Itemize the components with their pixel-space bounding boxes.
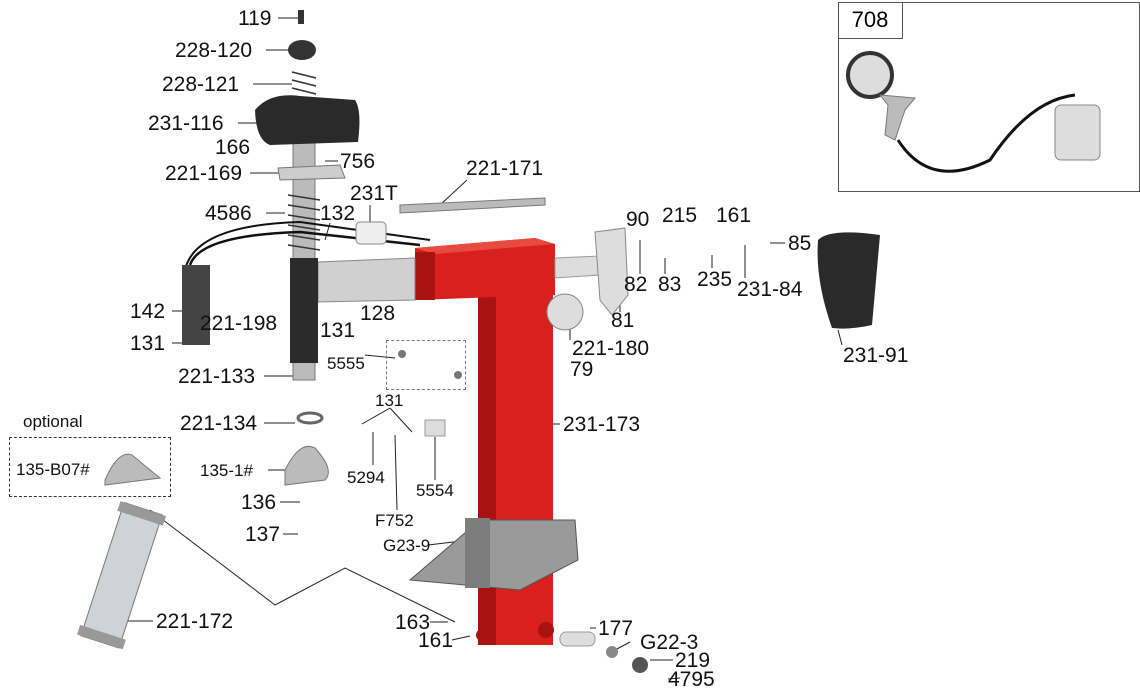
part-label: 219 [675,649,711,672]
part-label: 231-84 [737,278,803,301]
cylinder-221-172 [77,501,167,650]
part-label: 5294 [347,468,385,487]
part-label: 5555 [327,354,365,373]
leader-lines [120,17,843,680]
part-label: 221-180 [572,337,650,360]
optional-frame [9,437,171,497]
part-label: 228-120 [175,39,253,62]
part-label: 215 [662,204,698,227]
cover-231-91 [817,232,880,329]
part-label: 135-B07# [16,460,90,479]
part-label: 161 [716,204,752,227]
part-label: 132 [320,202,356,225]
optional-label: optional [23,412,83,431]
part-label: 119 [238,7,272,30]
part-label: 128 [360,302,396,325]
part-label: 83 [658,273,682,296]
part-label: 166 [215,136,251,159]
part-label: 82 [624,273,648,296]
arm [317,257,416,303]
part-label: 221-133 [178,365,256,388]
part-label: 161 [418,629,454,652]
part-label: 231T [350,182,398,205]
part-label: 4586 [205,202,252,225]
part-label: 79 [570,358,594,381]
part-label: 163 [395,611,431,634]
hood-231-116 [255,95,360,145]
part-label: 756 [340,150,376,173]
part-label: 221-172 [156,610,234,633]
part-label: 228-121 [162,73,240,96]
part-label: 90 [626,208,650,231]
part-label: 131 [320,319,356,342]
bar-221-171 [399,197,546,214]
part-label: 221-171 [466,157,544,180]
part-label: 221-169 [165,162,243,185]
part-label: 231-91 [843,344,909,367]
part-label: 221-134 [180,412,258,435]
part-label: 137 [245,523,281,546]
part-label: 131 [375,391,404,410]
part-label: 5554 [416,481,454,500]
part-label: 85 [788,232,812,255]
kit-5555-frame [386,340,466,390]
part-label: 81 [611,309,635,332]
part-label: 135-1# [200,461,253,480]
part-label: 231-173 [563,413,641,436]
part-label: 142 [130,300,166,323]
part-label: G22-3 [640,631,699,654]
part-label: 177 [598,617,634,640]
part-label: 131 [130,332,166,355]
part-label: F752 [375,511,414,530]
inset-708-label: 708 [838,2,903,39]
part-label: 136 [241,491,277,514]
part-label: G23-9 [383,536,431,555]
part-label: 235 [697,268,733,291]
part-label: 221-198 [200,312,278,335]
part-label: 231-116 [148,112,224,135]
inflator-708 [846,51,1101,173]
part-label: 4795 [668,668,715,690]
